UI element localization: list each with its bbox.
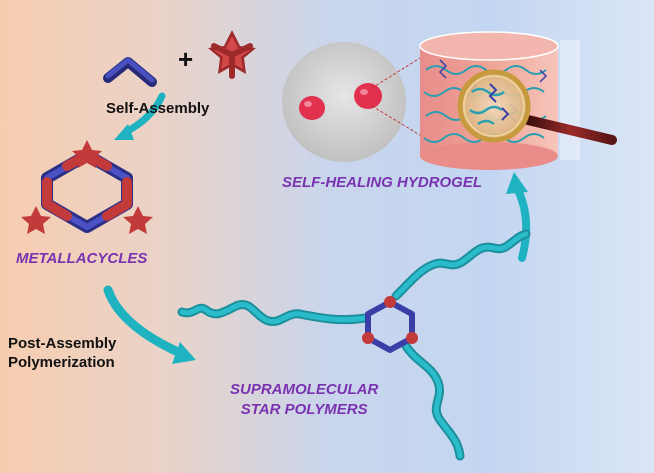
zoom-lines [371, 57, 429, 141]
arrow-post-assembly [103, 285, 196, 364]
petri-dish [282, 42, 406, 162]
label-post-assembly-line1: Post-Assembly [8, 335, 117, 352]
label-self-assembly: Self-Assembly [106, 100, 210, 117]
metal-acceptor-tripod [208, 30, 256, 79]
label-post-assembly-polymerization: Post-Assembly Polymerization [8, 334, 116, 372]
magnifying-glass-icon [457, 69, 617, 145]
label-star-line1: SUPRAMOLECULAR [230, 381, 379, 398]
star-polymer [177, 229, 531, 461]
arrow-gelation [506, 172, 531, 262]
plus-sign: + [178, 44, 194, 74]
label-self-healing-hydrogel: SELF-HEALING HYDROGEL [282, 174, 483, 191]
label-star-line2: STAR POLYMERS [240, 401, 368, 418]
label-metallacycles: METALLACYCLES [16, 250, 148, 267]
ligand-v-shape [103, 57, 157, 87]
label-post-assembly-line2: Polymerization [8, 354, 115, 371]
arrow-self-assembly [114, 92, 166, 140]
metallacycle-hexagon [21, 140, 153, 234]
label-supramolecular-star-polymers: SUPRAMOLECULAR STAR POLYMERS [230, 380, 378, 420]
